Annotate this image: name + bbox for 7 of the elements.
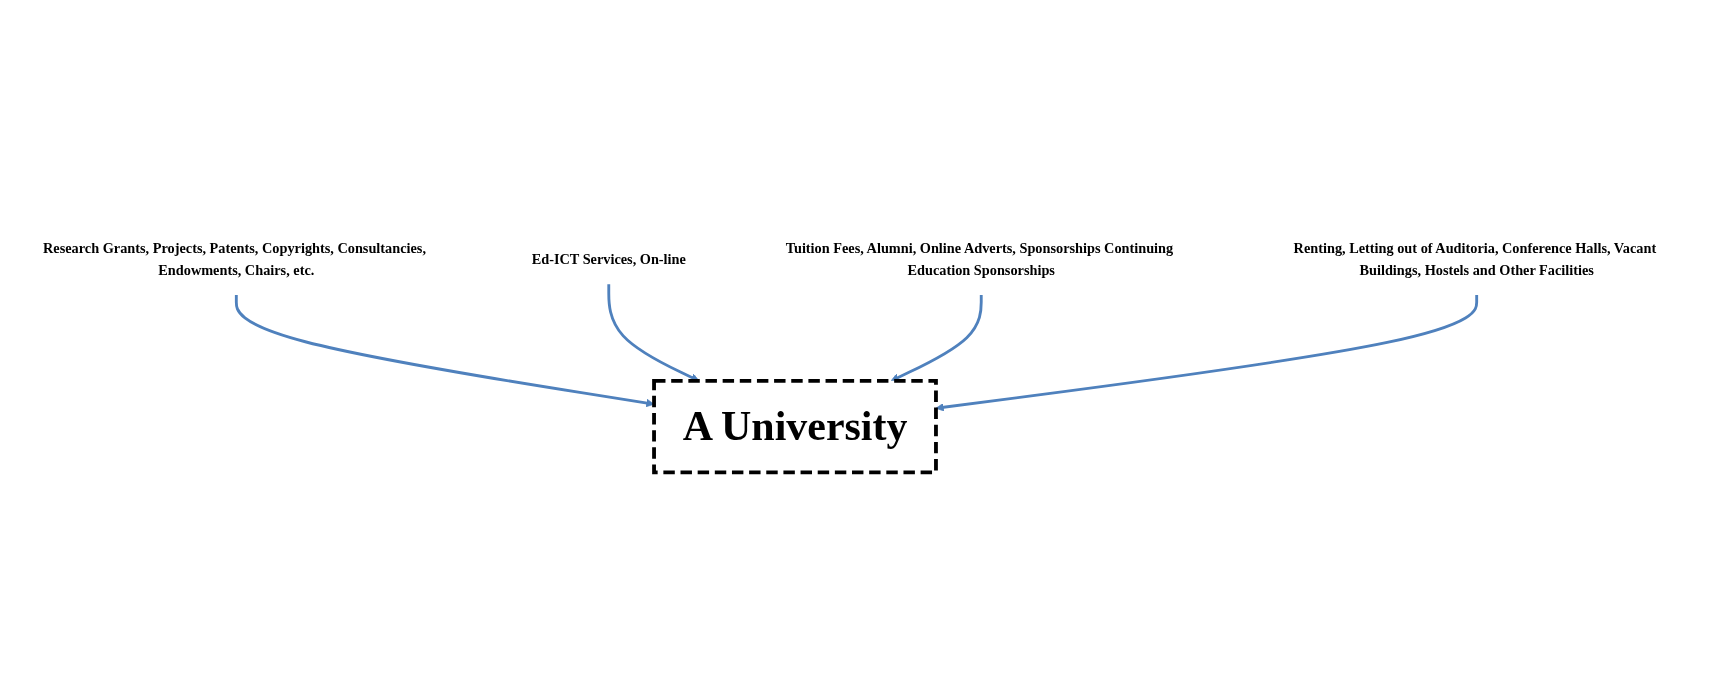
node-text: Tuition Fees, Alumni, Online Adverts, Sponsorships Continuing Education Sponsorships — [785, 240, 1174, 277]
arrow — [607, 283, 700, 381]
node-text: Research Grants, Projects, Patents, Copyrights, Consultancies, Endowments, Chairs, etc. — [43, 240, 426, 277]
arrow — [890, 294, 983, 381]
node-text: Ed-ICT Services, On-line — [531, 251, 686, 267]
node-text: Renting, Letting out of Auditoria, Conference Halls, Vacant Buildings, Hostels and Other Facilities — [1293, 240, 1657, 277]
node-box: A University — [652, 378, 938, 474]
